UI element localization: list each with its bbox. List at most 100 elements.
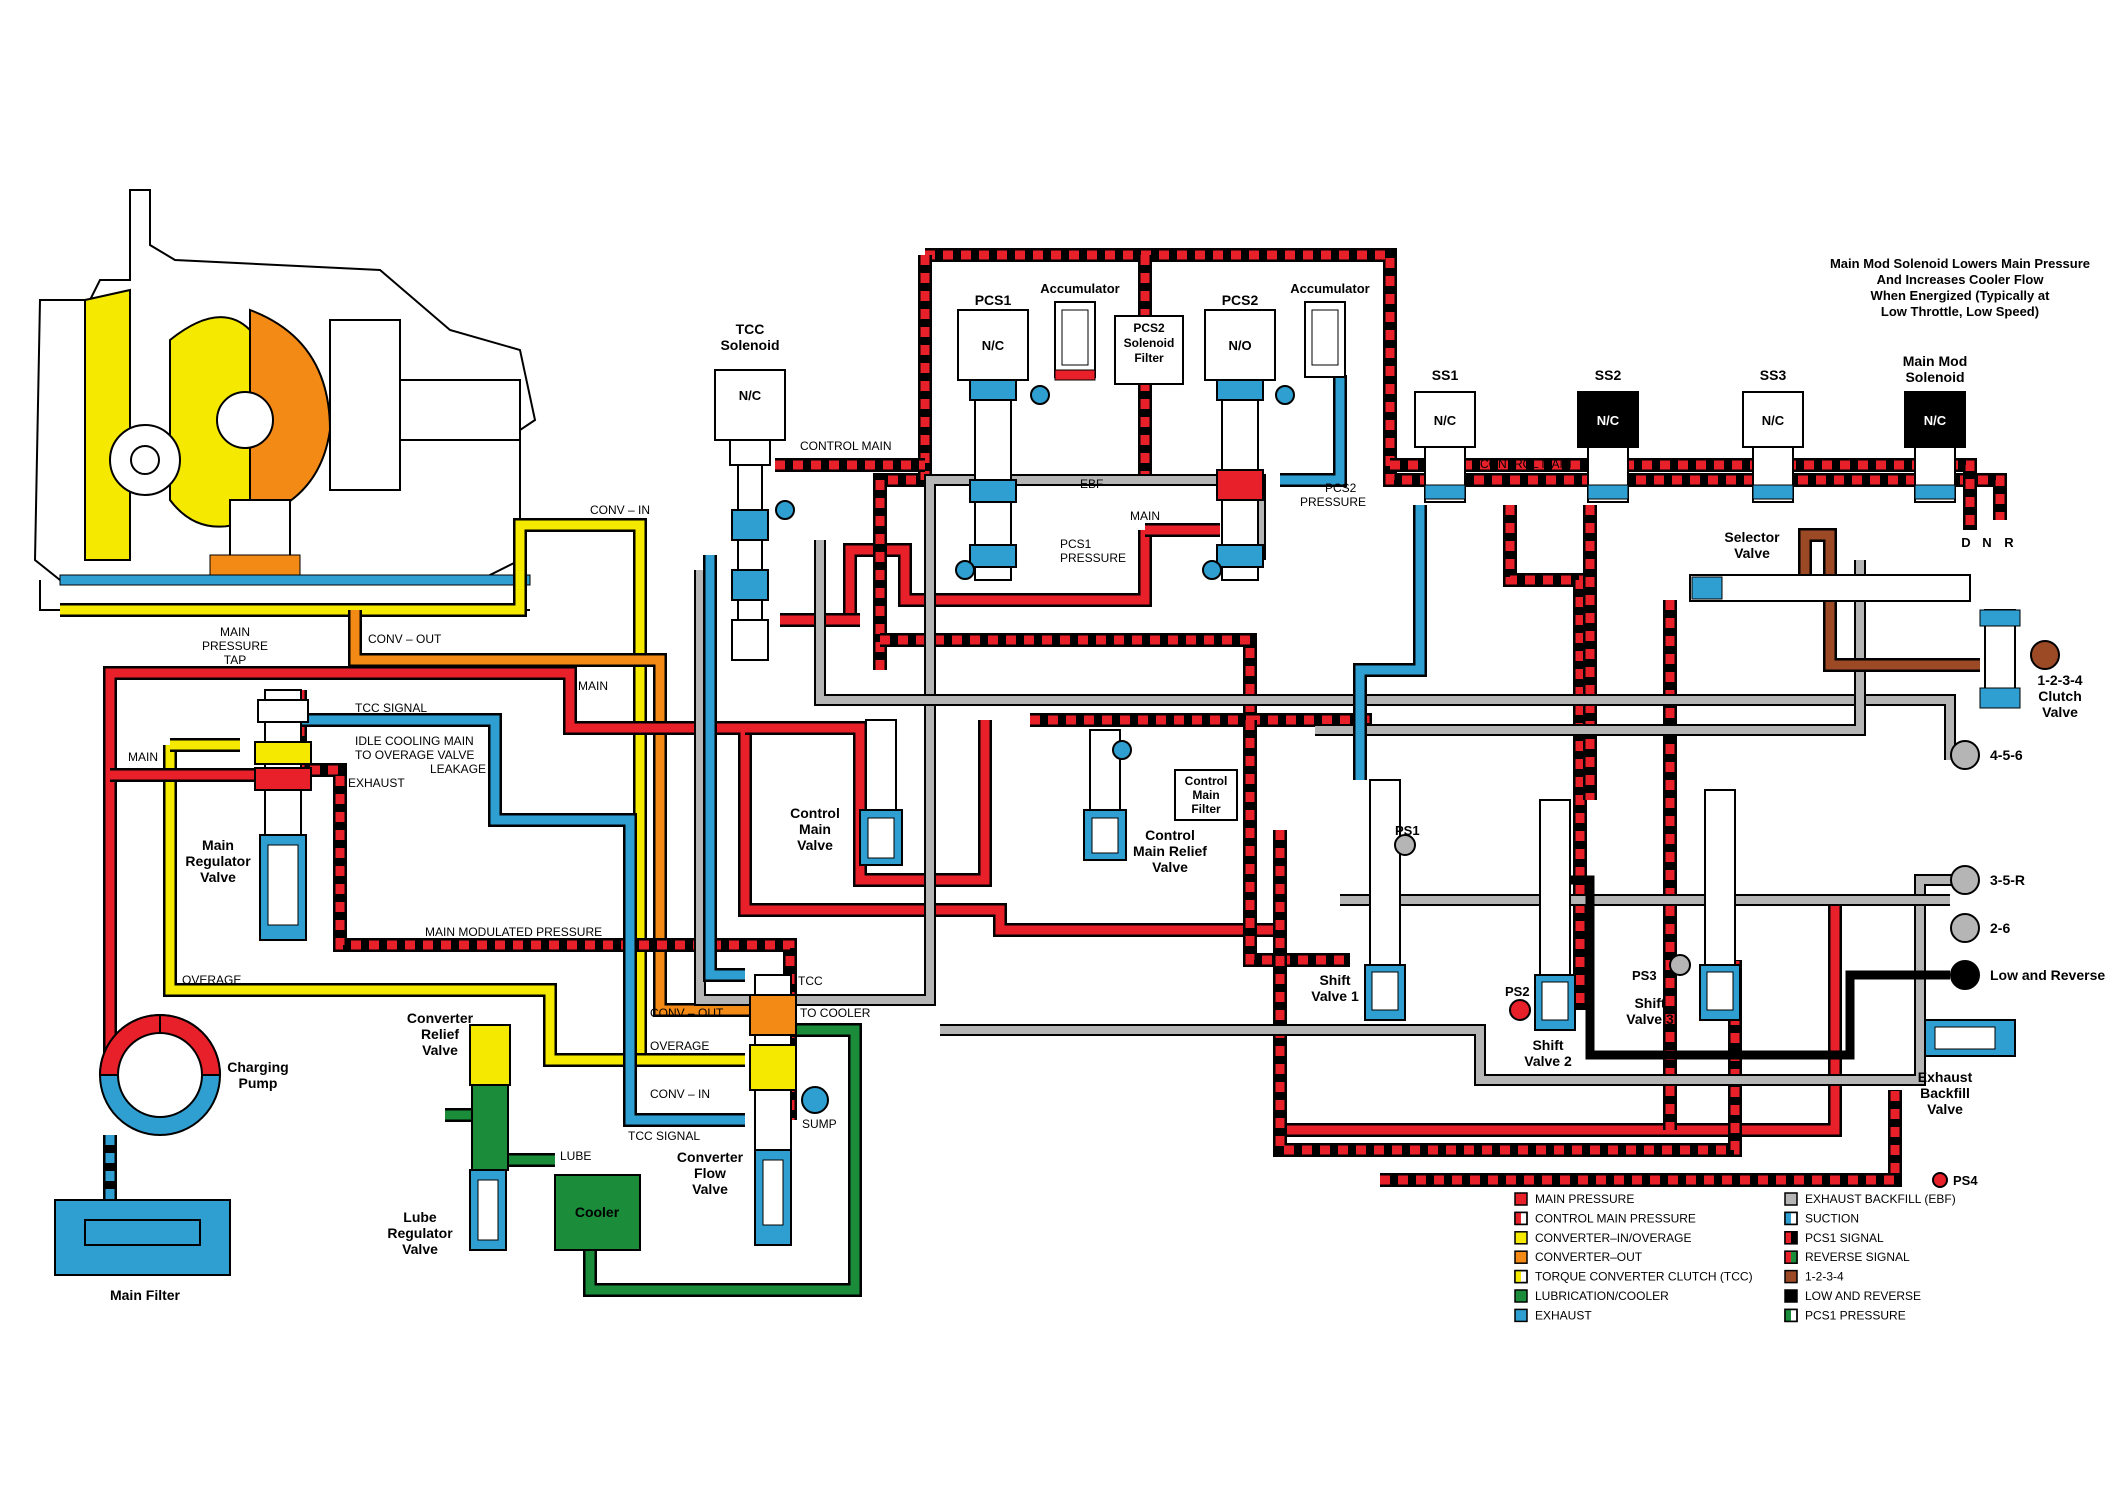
pcs1-state: N/C bbox=[982, 338, 1005, 353]
legend-swatch bbox=[1514, 1192, 1528, 1206]
note-line-1: Main Mod Solenoid Lowers Main Pressure bbox=[1830, 256, 2090, 271]
line-label-main-modulated: MAIN MODULATED PRESSURE bbox=[425, 925, 602, 939]
transmission-cutaway bbox=[33, 189, 537, 611]
pcs2-filter bbox=[1114, 315, 1184, 385]
control-main-valve-label-2: Main bbox=[799, 821, 831, 837]
drn-n: N bbox=[1982, 535, 1991, 550]
clutch-valve-label-3: Valve bbox=[2042, 704, 2078, 720]
legend-label: LUBRICATION/COOLER bbox=[1535, 1289, 1669, 1303]
shift3-label-1: Shift bbox=[1634, 995, 1665, 1011]
line-label-control-main-right: CONTROL MAIN bbox=[1480, 457, 1572, 471]
legend-label: 1-2-3-4 bbox=[1805, 1270, 1844, 1284]
line-label-main-right: MAIN bbox=[578, 679, 608, 693]
line-label-main-mid: MAIN bbox=[1130, 509, 1160, 523]
clutch-456-label: 4-5-6 bbox=[1990, 747, 2023, 763]
exhaust-backfill-label-3: Valve bbox=[1927, 1101, 1963, 1117]
ss2-state: N/C bbox=[1597, 413, 1620, 428]
note-line-2: And Increases Cooler Flow bbox=[1877, 272, 2045, 287]
legend-label: EXHAUST BACKFILL (EBF) bbox=[1805, 1192, 1956, 1206]
main-filter-label: Main Filter bbox=[110, 1287, 181, 1303]
ss2-label: SS2 bbox=[1595, 367, 1622, 383]
ss1-state: N/C bbox=[1434, 413, 1457, 428]
legend-swatch bbox=[1514, 1289, 1528, 1303]
line-labels: CONTROL MAIN CONTROL MAIN EBF MAIN PCS1 … bbox=[128, 439, 1572, 1163]
ps4-label: PS4 bbox=[1953, 1173, 1978, 1188]
selector-valve bbox=[1689, 574, 1971, 602]
legend-label: CONVERTER–IN/OVERAGE bbox=[1535, 1231, 1691, 1245]
line-label-pcs2-pressure-2: PRESSURE bbox=[1300, 495, 1366, 509]
legend-swatch bbox=[1514, 1211, 1528, 1226]
pcs2-filter-label-2: Solenoid bbox=[1124, 336, 1175, 350]
control-main-filter-label-3: Filter bbox=[1191, 802, 1221, 816]
selector-valve-label-2: Valve bbox=[1734, 545, 1770, 561]
lube-regulator-label-3: Valve bbox=[402, 1241, 438, 1257]
legend-label: TORQUE CONVERTER CLUTCH (TCC) bbox=[1535, 1270, 1753, 1284]
main-mod-label-2: Solenoid bbox=[1905, 369, 1964, 385]
legend-swatch bbox=[1784, 1231, 1798, 1245]
legend-label: CONVERTER–OUT bbox=[1535, 1250, 1643, 1264]
converter-flow-valve bbox=[749, 974, 829, 1246]
clutch-valve-label-1: 1-2-3-4 bbox=[2037, 672, 2082, 688]
line-label-main-tap-3: TAP bbox=[224, 653, 246, 667]
shift-valve-3 bbox=[1669, 789, 1741, 1021]
charging-pump-label-1: Charging bbox=[227, 1059, 288, 1075]
ss1-label: SS1 bbox=[1432, 367, 1459, 383]
legend-label: MAIN PRESSURE bbox=[1535, 1192, 1634, 1206]
legend-label: CONTROL MAIN PRESSURE bbox=[1535, 1211, 1696, 1225]
control-main-relief-label-1: Control bbox=[1145, 827, 1195, 843]
ps1-label: PS1 bbox=[1395, 823, 1420, 838]
shift3-label-2: Valve 3 bbox=[1626, 1011, 1674, 1027]
pcs2-filter-label-1: PCS2 bbox=[1133, 321, 1165, 335]
component-labels: PCS1 N/C PCS2 N/O Accumulator Accumulato… bbox=[110, 281, 2105, 1303]
pcs2-solenoid bbox=[1202, 309, 1295, 581]
line-label-to-cooler: TO COOLER bbox=[800, 1006, 871, 1020]
legend-swatch bbox=[1514, 1269, 1528, 1284]
accumulator-2-label: Accumulator bbox=[1290, 281, 1369, 296]
accumulator-1-label: Accumulator bbox=[1040, 281, 1119, 296]
exhaust-backfill-label-1: Exhaust bbox=[1918, 1069, 1973, 1085]
control-main-relief-label-3: Valve bbox=[1152, 859, 1188, 875]
clutch-lr-label: Low and Reverse bbox=[1990, 967, 2105, 983]
line-label-main-tap-2: PRESSURE bbox=[202, 639, 268, 653]
control-main-filter bbox=[1174, 769, 1238, 821]
legend-swatch bbox=[1514, 1231, 1528, 1245]
cooler-label: Cooler bbox=[575, 1204, 620, 1220]
control-main-valve-label-1: Control bbox=[790, 805, 840, 821]
line-label-pcs2-pressure-1: PCS2 bbox=[1325, 481, 1357, 495]
main-mod-solenoid bbox=[1904, 391, 1966, 503]
accumulator-1 bbox=[1054, 301, 1096, 381]
charging-pump-label-2: Pump bbox=[239, 1075, 278, 1091]
converter-flow-label-1: Converter bbox=[677, 1149, 744, 1165]
line-label-pcs1-pressure-2: PRESSURE bbox=[1060, 551, 1126, 565]
control-main-filter-label-1: Control bbox=[1185, 774, 1228, 788]
charging-pump bbox=[98, 1013, 222, 1136]
main-mod-label-1: Main Mod bbox=[1903, 353, 1968, 369]
legend-swatch bbox=[1514, 1308, 1528, 1323]
line-label-overage-bottom: OVERAGE bbox=[650, 1039, 709, 1053]
pcs1-label: PCS1 bbox=[975, 292, 1012, 308]
line-label-pcs1-pressure-1: PCS1 bbox=[1060, 537, 1092, 551]
line-label-idle-cooling-2: TO OVERAGE VALVE bbox=[355, 748, 474, 762]
drn-r: R bbox=[2004, 535, 2014, 550]
clutch-valve-label-2: Clutch bbox=[2038, 688, 2082, 704]
accumulator-2 bbox=[1304, 301, 1346, 378]
cooler bbox=[554, 1174, 641, 1251]
tcc-solenoid bbox=[714, 369, 795, 661]
shift-valve-2 bbox=[1509, 799, 1576, 1031]
shift-valve-1 bbox=[1364, 779, 1416, 1021]
ss2-solenoid bbox=[1577, 391, 1639, 503]
tcc-solenoid-label-2: Solenoid bbox=[720, 337, 779, 353]
legend-swatch bbox=[1784, 1192, 1798, 1206]
legend-label: SUCTION bbox=[1805, 1211, 1859, 1225]
note-line-4: Low Throttle, Low Speed) bbox=[1881, 304, 2039, 319]
lube-regulator-label-2: Regulator bbox=[387, 1225, 453, 1241]
line-label-sump: SUMP bbox=[802, 1117, 837, 1131]
control-main-relief-label-2: Main Relief bbox=[1133, 843, 1207, 859]
line-label-idle-cooling-3: LEAKAGE bbox=[430, 762, 486, 776]
main-filter bbox=[54, 1135, 231, 1276]
main-regulator-label-3: Valve bbox=[200, 869, 236, 885]
line-label-tcc: TCC bbox=[798, 974, 823, 988]
clutch-35r-label: 3-5-R bbox=[1990, 872, 2025, 888]
legend-swatch bbox=[1784, 1211, 1798, 1226]
